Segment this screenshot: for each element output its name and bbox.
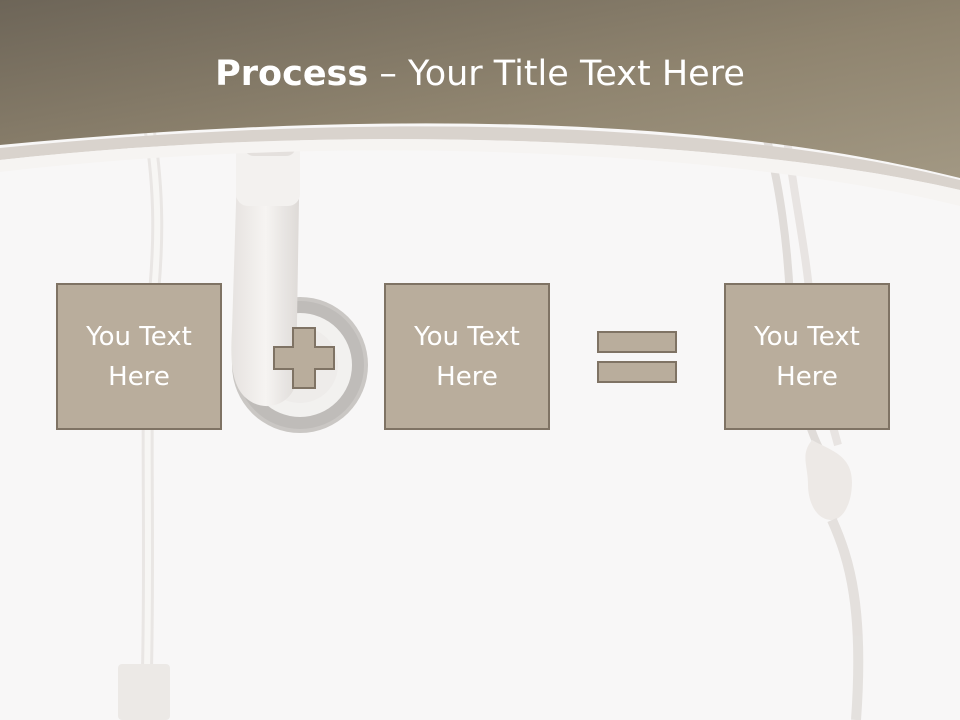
title-bold: Process bbox=[215, 54, 369, 94]
process-box-1: You Text Here bbox=[56, 283, 222, 430]
page-title: Process – Your Title Text Here bbox=[0, 50, 960, 98]
process-box-3: You Text Here bbox=[724, 283, 890, 430]
title-rest: – Your Title Text Here bbox=[368, 54, 745, 94]
equals-icon bbox=[597, 331, 677, 383]
header-arc-light bbox=[0, 126, 960, 190]
plus-icon bbox=[273, 327, 335, 389]
process-box-2: You Text Here bbox=[384, 283, 550, 430]
process-box-label: You Text Here bbox=[754, 321, 860, 392]
header-band bbox=[0, 0, 960, 178]
process-box-label: You Text Here bbox=[86, 321, 192, 392]
process-box-label: You Text Here bbox=[414, 321, 520, 392]
